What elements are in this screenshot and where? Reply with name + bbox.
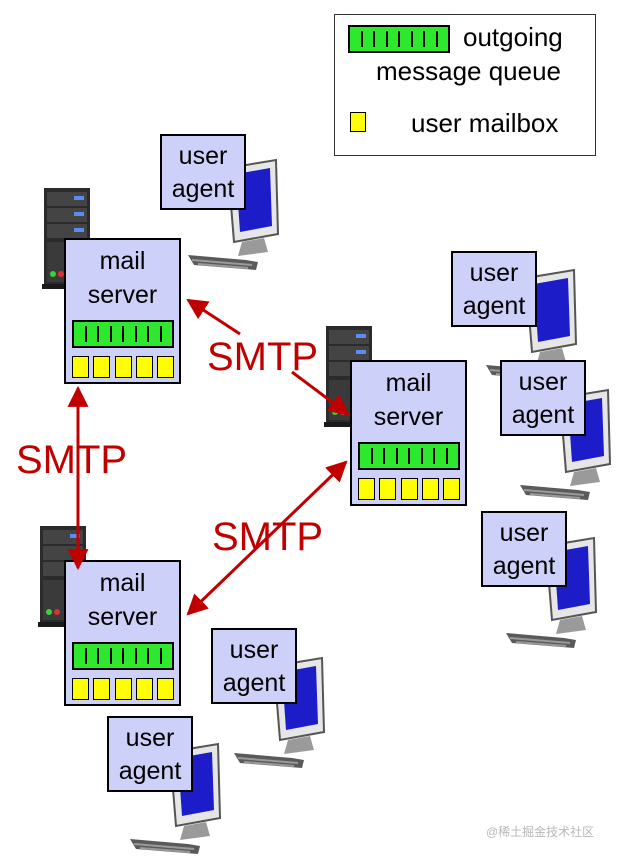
agent-label-1: user — [178, 142, 228, 170]
mailbox-row — [358, 478, 460, 500]
user-mailbox — [93, 356, 111, 378]
agent-label-1: user — [229, 636, 279, 664]
server-label-2: server — [87, 281, 158, 309]
user-mailbox — [72, 356, 89, 378]
smtp-label-left: SMTP — [16, 438, 128, 482]
user-mailbox — [157, 678, 174, 700]
smtp-arrow-bottom — [186, 460, 348, 616]
user-mailbox — [114, 356, 132, 378]
legend-mailbox-label: user mailbox — [411, 108, 559, 138]
agent-label-2: agent — [492, 552, 556, 580]
user-mailbox — [157, 356, 174, 378]
legend-queue-icon — [348, 25, 450, 53]
agent-label-1: user — [469, 259, 519, 287]
outgoing-queue — [72, 642, 174, 670]
smtp-label-top: SMTP — [207, 335, 319, 379]
user-agent-2: user agent — [451, 251, 537, 327]
user-mailbox — [72, 678, 89, 700]
server-label-1: mail — [99, 247, 146, 275]
mailbox-row — [72, 678, 174, 700]
server-label-1: mail — [385, 369, 432, 397]
smtp-arrow-top-2 — [291, 370, 350, 416]
outgoing-queue — [72, 320, 174, 348]
agent-label-1: user — [125, 724, 175, 752]
server-label-2: server — [373, 403, 444, 431]
agent-label-1: user — [518, 368, 568, 396]
mail-server-3: mail server — [64, 560, 181, 706]
mail-server-2: mail server — [350, 360, 467, 506]
legend-mailbox-icon — [350, 112, 366, 132]
server-label-1: mail — [99, 569, 146, 597]
user-mailbox — [135, 678, 153, 700]
legend-queue-label-1: outgoing — [463, 22, 563, 52]
user-mailbox — [379, 478, 397, 500]
smtp-arrow-top — [186, 298, 241, 336]
agent-label-2: agent — [462, 292, 526, 320]
user-mailbox — [421, 478, 439, 500]
user-mailbox — [358, 478, 375, 500]
user-mailbox — [400, 478, 418, 500]
user-agent-4: user agent — [481, 511, 567, 587]
agent-label-2: agent — [222, 669, 286, 697]
mailbox-row — [72, 356, 174, 378]
legend-queue-label-2: message queue — [376, 56, 562, 86]
user-mailbox — [135, 356, 153, 378]
agent-label-2: agent — [171, 175, 235, 203]
smtp-label-bottom: SMTP — [212, 515, 324, 559]
user-agent-1: user agent — [160, 134, 246, 210]
user-mailbox — [443, 478, 460, 500]
user-agent-3: user agent — [500, 360, 586, 436]
agent-label-2: agent — [511, 401, 575, 429]
watermark: @稀土掘金技术社区 — [486, 825, 595, 839]
outgoing-queue — [358, 442, 460, 470]
agent-label-2: agent — [118, 757, 182, 785]
server-label-2: server — [87, 603, 158, 631]
agent-label-1: user — [499, 519, 549, 547]
user-agent-6: user agent — [107, 716, 193, 792]
user-agent-5: user agent — [211, 628, 297, 704]
user-mailbox — [114, 678, 132, 700]
mail-server-1: mail server — [64, 238, 181, 384]
user-mailbox — [93, 678, 111, 700]
